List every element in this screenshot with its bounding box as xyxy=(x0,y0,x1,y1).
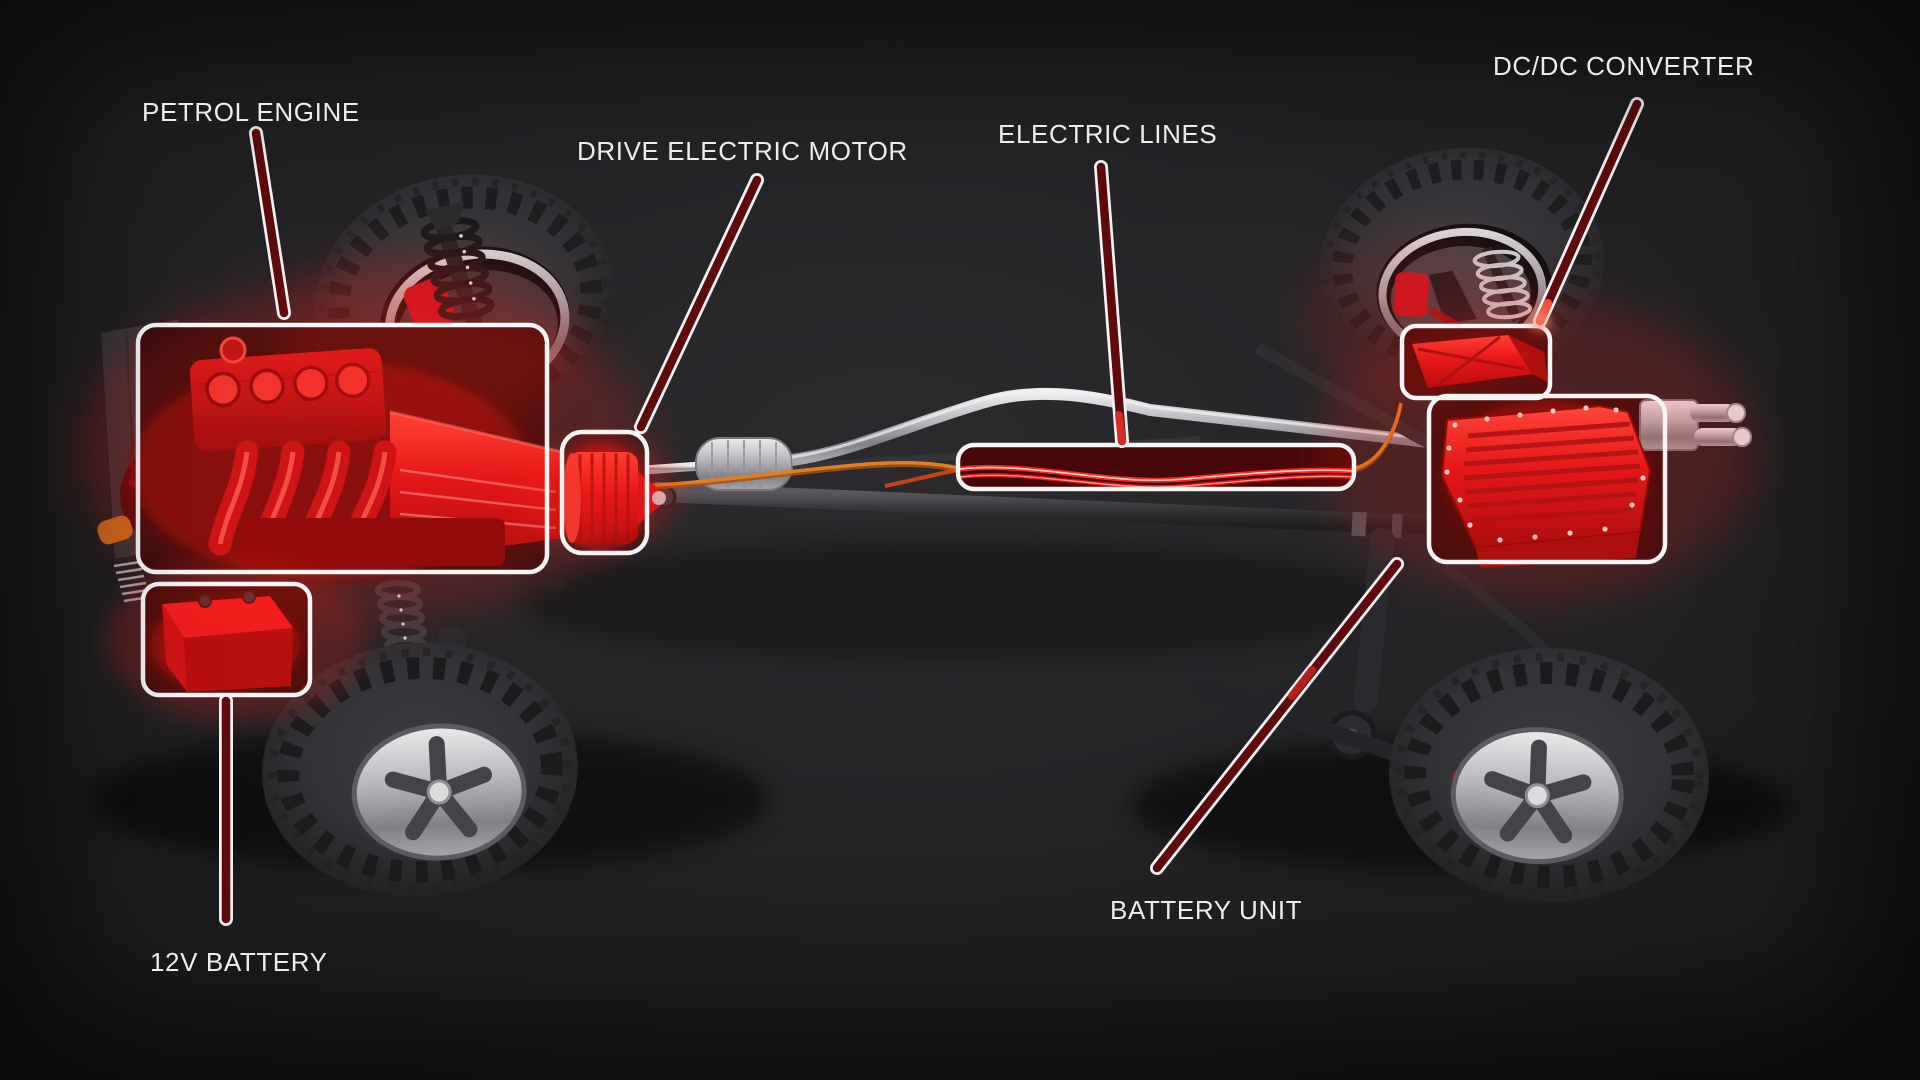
highlight-box-petrol-engine xyxy=(135,322,550,575)
label-12v-battery: 12V BATTERY xyxy=(150,947,328,977)
wheel-rear-near xyxy=(1389,647,1709,903)
highlight-box-electric-lines xyxy=(955,442,1357,492)
callout-leaders xyxy=(219,97,1644,926)
strut-mount xyxy=(425,201,465,230)
driveshaft xyxy=(648,482,1478,537)
electric-lines-component xyxy=(884,445,1354,490)
exhaust-pipe xyxy=(791,387,1456,466)
highlight-box-drive-motor xyxy=(559,429,650,556)
highlight-box-battery-unit xyxy=(1426,393,1668,565)
label-petrol-engine: PETROL ENGINE xyxy=(142,97,360,127)
label-dcdc-converter: DC/DC CONVERTER xyxy=(1493,51,1755,81)
leader-dcdc-converter xyxy=(1530,97,1644,331)
leader-petrol-engine xyxy=(249,126,291,320)
label-electric-lines: ELECTRIC LINES xyxy=(998,119,1218,149)
label-battery-unit: BATTERY UNIT xyxy=(1110,895,1303,925)
highlight-boxes xyxy=(135,322,1668,698)
leader-battery-unit xyxy=(1150,557,1404,875)
leader-drive-motor xyxy=(634,173,764,434)
wheel-front-near xyxy=(262,642,578,898)
leader-electric-lines xyxy=(1094,160,1129,448)
label-drive-electric-motor: DRIVE ELECTRIC MOTOR xyxy=(577,136,908,166)
